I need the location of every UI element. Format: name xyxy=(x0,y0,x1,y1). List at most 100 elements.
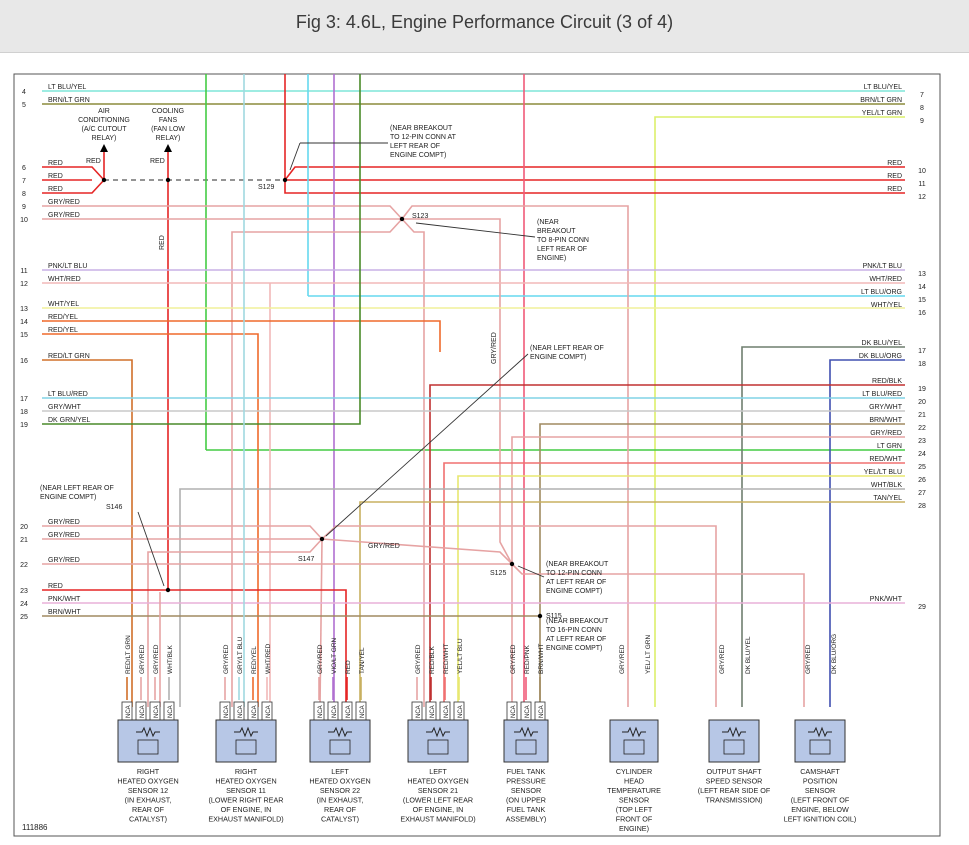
component-label: ENGINE) xyxy=(619,824,649,833)
wire xyxy=(179,488,905,707)
left-pin-wire-label: RED xyxy=(48,583,63,590)
nca-label: NCA xyxy=(511,705,517,718)
nca-label: NCA xyxy=(140,705,146,718)
sensor-symbol xyxy=(722,726,746,738)
left-pin-wire-label: GRY/RED xyxy=(48,212,80,219)
component-wire-label: RED/WHT xyxy=(443,644,450,674)
left-pin-number: 23 xyxy=(20,588,28,595)
component-label: PRESSURE xyxy=(506,777,546,786)
wire xyxy=(231,218,403,707)
left-pin-number: 24 xyxy=(20,601,28,608)
left-pin-wire-label: BRN/WHT xyxy=(48,609,81,616)
relay-label: RELAY) xyxy=(92,135,117,142)
right-pin-wire-label: LT BLU/YEL xyxy=(864,84,902,91)
component-label: HEATED OXYGEN xyxy=(309,777,370,786)
right-pin-wire-label: YEL/LT GRN xyxy=(862,110,902,117)
component-wire-label: WHT/BLK xyxy=(167,644,174,674)
left-pin-number: 8 xyxy=(22,191,26,198)
sensor-element xyxy=(329,739,351,755)
right-pin-number: 28 xyxy=(918,503,926,510)
component-sensor-1: RED/LT GRNNCAGRY/REDNCAGRY/REDNCAWHT/BLK… xyxy=(117,635,178,824)
relay-label: AIR xyxy=(98,108,110,115)
component-wire-label: GRY/RED xyxy=(139,644,146,674)
component-label: (LEFT FRONT OF xyxy=(791,796,850,805)
sensor-symbol xyxy=(426,726,450,738)
right-pin-number: 8 xyxy=(920,105,924,112)
wire xyxy=(42,166,105,181)
component-wire-label: YEL/ LT GRN xyxy=(645,635,652,674)
sensor-symbol xyxy=(136,726,160,738)
right-pin-wire-label: LT GRN xyxy=(877,443,902,450)
nca-label: NCA xyxy=(126,705,132,718)
component-label: OF ENGINE, IN xyxy=(413,805,464,814)
right-pin-wire-label: DK BLU/YEL xyxy=(862,340,903,347)
header-bar: Fig 3: 4.6L, Engine Performance Circuit … xyxy=(0,0,969,53)
component-wire-label: WHT/RED xyxy=(265,643,272,674)
splice-label-s129: S129 xyxy=(258,184,274,191)
inline-wire-label: RED xyxy=(159,235,166,250)
relay-label: FANS xyxy=(159,117,178,124)
sensor-body xyxy=(503,719,549,763)
component-wire-label: RED/YEL xyxy=(251,646,258,674)
page-title: Fig 3: 4.6L, Engine Performance Circuit … xyxy=(295,12,674,32)
wire xyxy=(517,565,545,578)
wire xyxy=(402,218,513,565)
right-pin-number: 16 xyxy=(918,310,926,317)
component-label: HEAD xyxy=(624,777,644,786)
wire xyxy=(42,525,323,540)
location-note: ENGINE) xyxy=(537,255,566,262)
relay-label: (FAN LOW xyxy=(151,126,185,133)
left-pin-number: 25 xyxy=(20,614,28,621)
right-pin-number: 19 xyxy=(918,386,926,393)
left-pin-number: 13 xyxy=(20,306,28,313)
nca-label: NCA xyxy=(168,705,174,718)
left-pin-wire-label: PNK/LT BLU xyxy=(48,263,87,270)
left-pin-number: 9 xyxy=(22,204,26,211)
wire xyxy=(284,180,905,194)
left-pin-wire-label: DK GRN/YEL xyxy=(48,417,91,424)
right-pin-number: 12 xyxy=(918,194,926,201)
wire xyxy=(829,359,905,707)
right-pin-wire-label: YEL/LT BLU xyxy=(864,469,902,476)
right-pin-wire-label: LT BLU/RED xyxy=(862,391,902,398)
splice-dot-s146 xyxy=(165,587,171,593)
wire xyxy=(321,538,513,565)
sensor-element xyxy=(809,739,831,755)
location-note: AT LEFT REAR OF xyxy=(546,636,606,643)
diagram-frame xyxy=(13,73,941,837)
nca-label: NCA xyxy=(266,705,272,718)
sensor-symbol xyxy=(514,726,538,738)
splice-label-s123: S123 xyxy=(412,213,428,220)
wire xyxy=(42,589,347,707)
left-pin-wire-label: RED/YEL xyxy=(48,327,78,334)
wire xyxy=(539,423,905,707)
left-pin-wire-label: GRY/RED xyxy=(48,557,80,564)
component-label: HEATED OXYGEN xyxy=(215,777,276,786)
wire xyxy=(137,511,165,587)
component-wire-label: YEL/LT BLU xyxy=(457,638,464,674)
component-wire-label: VIO/LT GRN xyxy=(331,637,338,674)
annotations-layer: S129S123S146S147S125S115AIRCONDITIONING(… xyxy=(40,108,609,652)
wire xyxy=(147,538,323,707)
component-label: EXHAUST MANIFOLD) xyxy=(208,815,283,824)
component-wire-label: RED xyxy=(345,660,352,674)
nca-label: NCA xyxy=(154,705,160,718)
left-pin-wire-label: GRY/RED xyxy=(48,199,80,206)
component-label: (LOWER LEFT REAR xyxy=(403,796,473,805)
nca-label: NCA xyxy=(252,705,258,718)
nca-label: NCA xyxy=(238,705,244,718)
component-wire-label: GRY/LT BLU xyxy=(237,636,244,674)
right-pin-wire-label: RED xyxy=(887,186,902,193)
wire xyxy=(741,346,905,707)
right-pin-number: 13 xyxy=(918,271,926,278)
wire xyxy=(42,333,259,707)
component-wire-label: GRY/RED xyxy=(619,644,626,674)
location-note: ENGINE COMPT) xyxy=(40,494,96,501)
wire xyxy=(319,538,323,708)
wire xyxy=(359,501,905,707)
left-pin-number: 15 xyxy=(20,332,28,339)
